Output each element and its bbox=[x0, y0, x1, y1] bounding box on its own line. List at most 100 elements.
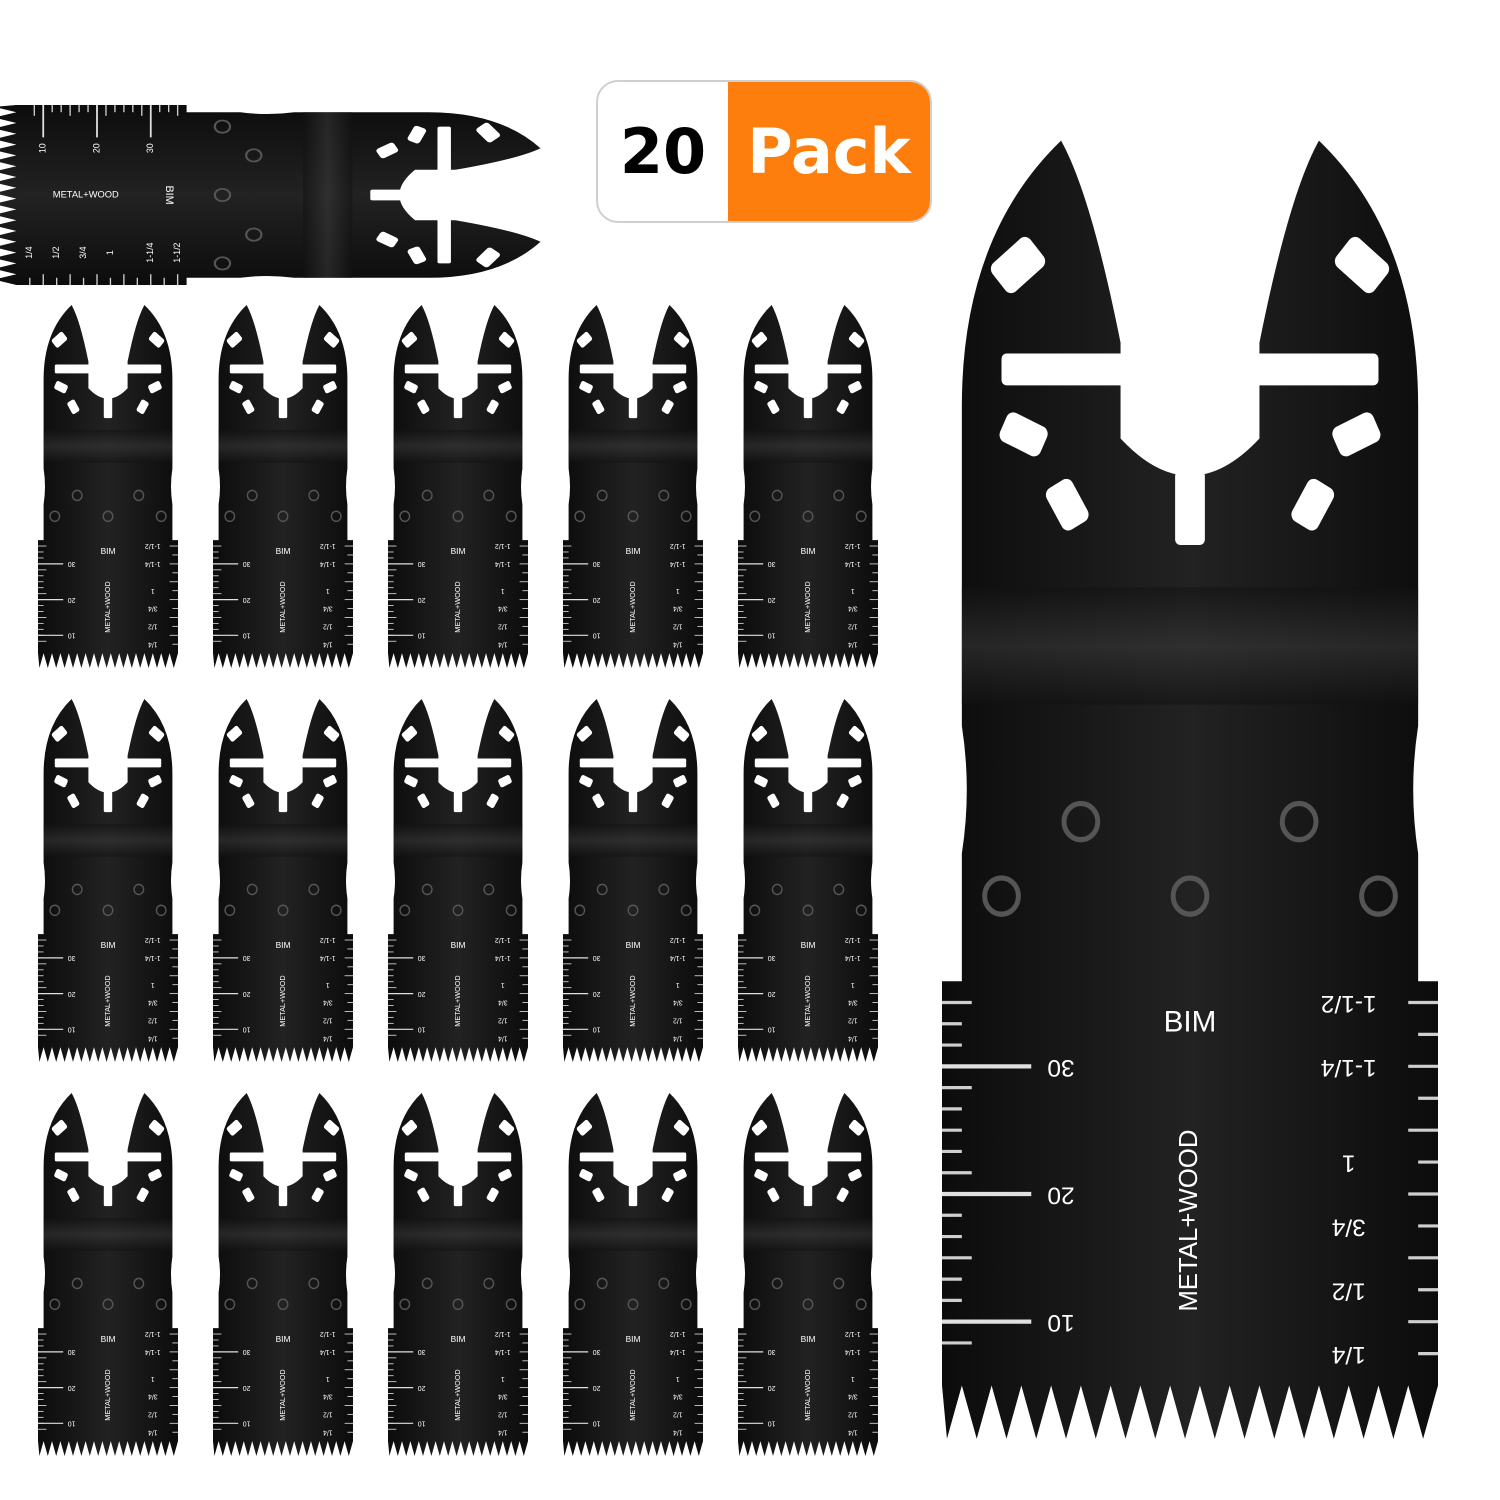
metric-mark: 10 bbox=[768, 631, 776, 638]
metric-mark: 20 bbox=[418, 596, 426, 603]
inch-mark: 1/2 bbox=[498, 623, 508, 630]
inch-mark: 1 bbox=[501, 1375, 505, 1382]
inch-mark: 1/2 bbox=[673, 1017, 683, 1024]
inch-mark: 1-1/2 bbox=[495, 1330, 511, 1337]
inch-mark: 1-1/4 bbox=[670, 954, 686, 961]
inch-mark: 1/2 bbox=[323, 623, 333, 630]
inch-mark: 1 bbox=[851, 587, 855, 594]
metric-mark: 20 bbox=[243, 990, 251, 997]
inch-mark: 1-1/4 bbox=[145, 242, 155, 262]
inch-mark: 1-1/4 bbox=[670, 1348, 686, 1355]
metric-mark: 20 bbox=[243, 596, 251, 603]
inch-mark: 3/4 bbox=[323, 1393, 333, 1400]
inch-mark: 1 bbox=[1342, 1150, 1356, 1177]
metric-mark: 10 bbox=[68, 631, 76, 638]
blade-material-label: METAL+WOOD bbox=[453, 581, 462, 632]
metric-mark: 30 bbox=[243, 560, 251, 567]
metric-mark: 10 bbox=[243, 1419, 251, 1426]
inch-mark: 1/2 bbox=[673, 623, 683, 630]
inch-mark: 1 bbox=[151, 981, 155, 988]
blade-material-label: METAL+WOOD bbox=[803, 975, 812, 1026]
metric-mark: 20 bbox=[68, 596, 76, 603]
metric-mark: 10 bbox=[243, 1025, 251, 1032]
inch-mark: 1/2 bbox=[498, 1017, 508, 1024]
inch-mark: 1-1/4 bbox=[845, 1348, 861, 1355]
inch-mark: 1 bbox=[105, 250, 115, 255]
inch-mark: 1/2 bbox=[848, 1411, 858, 1418]
inch-mark: 3/4 bbox=[498, 999, 508, 1006]
metric-mark: 20 bbox=[1047, 1182, 1074, 1209]
blade-material-label: METAL+WOOD bbox=[453, 1369, 462, 1420]
metric-mark: 20 bbox=[593, 990, 601, 997]
inch-mark: 1-1/2 bbox=[670, 1330, 686, 1337]
metric-mark: 10 bbox=[418, 1419, 426, 1426]
inch-mark: 1/2 bbox=[673, 1411, 683, 1418]
inch-mark: 1-1/4 bbox=[320, 1348, 336, 1355]
metric-mark: 20 bbox=[91, 143, 101, 153]
inch-mark: 1/2 bbox=[1332, 1277, 1366, 1304]
inch-mark: 1-1/4 bbox=[320, 560, 336, 567]
inch-mark: 1/4 bbox=[148, 1428, 158, 1435]
inch-mark: 1/4 bbox=[323, 640, 333, 647]
inch-mark: 1/2 bbox=[148, 1411, 158, 1418]
inch-mark: 3/4 bbox=[323, 999, 333, 1006]
blade-type-label: BIM bbox=[163, 185, 175, 204]
inch-mark: 3/4 bbox=[673, 605, 683, 612]
blade-material-label: METAL+WOOD bbox=[53, 189, 119, 199]
inch-mark: 1 bbox=[326, 1375, 330, 1382]
blade-material-label: METAL+WOOD bbox=[103, 581, 112, 632]
inch-mark: 1/4 bbox=[1332, 1341, 1366, 1368]
inch-mark: 1/4 bbox=[498, 1428, 508, 1435]
blade-type-label: BIM bbox=[101, 546, 116, 556]
blade-type-label: BIM bbox=[101, 1334, 116, 1344]
metric-mark: 30 bbox=[68, 560, 76, 567]
inch-mark: 3/4 bbox=[1332, 1213, 1366, 1240]
blade-material-label: METAL+WOOD bbox=[103, 975, 112, 1026]
blade-type-label: BIM bbox=[276, 546, 291, 556]
pack-count-badge: 20 Pack bbox=[596, 80, 932, 223]
inch-mark: 3/4 bbox=[148, 605, 158, 612]
blade-type-label: BIM bbox=[276, 1334, 291, 1344]
inch-mark: 1 bbox=[326, 981, 330, 988]
inch-mark: 3/4 bbox=[78, 246, 88, 258]
inch-mark: 1-1/2 bbox=[495, 542, 511, 549]
metric-mark: 30 bbox=[768, 560, 776, 567]
metric-mark: 30 bbox=[68, 1348, 76, 1355]
inch-mark: 1/4 bbox=[148, 1034, 158, 1041]
blade-type-label: BIM bbox=[451, 1334, 466, 1344]
blade-material-label: METAL+WOOD bbox=[628, 581, 637, 632]
metric-mark: 10 bbox=[1047, 1309, 1074, 1336]
metric-mark: 30 bbox=[418, 560, 426, 567]
inch-mark: 1/2 bbox=[148, 1017, 158, 1024]
inch-mark: 1/4 bbox=[148, 640, 158, 647]
inch-mark: 3/4 bbox=[848, 605, 858, 612]
inch-mark: 1/2 bbox=[323, 1411, 333, 1418]
inch-mark: 1-1/2 bbox=[320, 936, 336, 943]
inch-mark: 1 bbox=[676, 1375, 680, 1382]
inch-mark: 1/2 bbox=[848, 1017, 858, 1024]
inch-mark: 1-1/2 bbox=[1321, 990, 1377, 1017]
inch-mark: 1/4 bbox=[498, 1034, 508, 1041]
metric-mark: 30 bbox=[68, 954, 76, 961]
inch-mark: 1 bbox=[676, 981, 680, 988]
blade-type-label: BIM bbox=[801, 940, 816, 950]
blade-type-label: BIM bbox=[626, 940, 641, 950]
inch-mark: 1-1/2 bbox=[172, 242, 182, 262]
blade-type-label: BIM bbox=[626, 546, 641, 556]
blade-type-label: BIM bbox=[451, 940, 466, 950]
inch-mark: 3/4 bbox=[498, 605, 508, 612]
inch-mark: 1-1/4 bbox=[495, 1348, 511, 1355]
inch-mark: 1/2 bbox=[498, 1411, 508, 1418]
blade-type-label: BIM bbox=[801, 1334, 816, 1344]
inch-mark: 1-1/4 bbox=[145, 1348, 161, 1355]
blade-material-label: METAL+WOOD bbox=[278, 975, 287, 1026]
pack-label: Pack bbox=[728, 82, 930, 221]
metric-mark: 10 bbox=[418, 631, 426, 638]
